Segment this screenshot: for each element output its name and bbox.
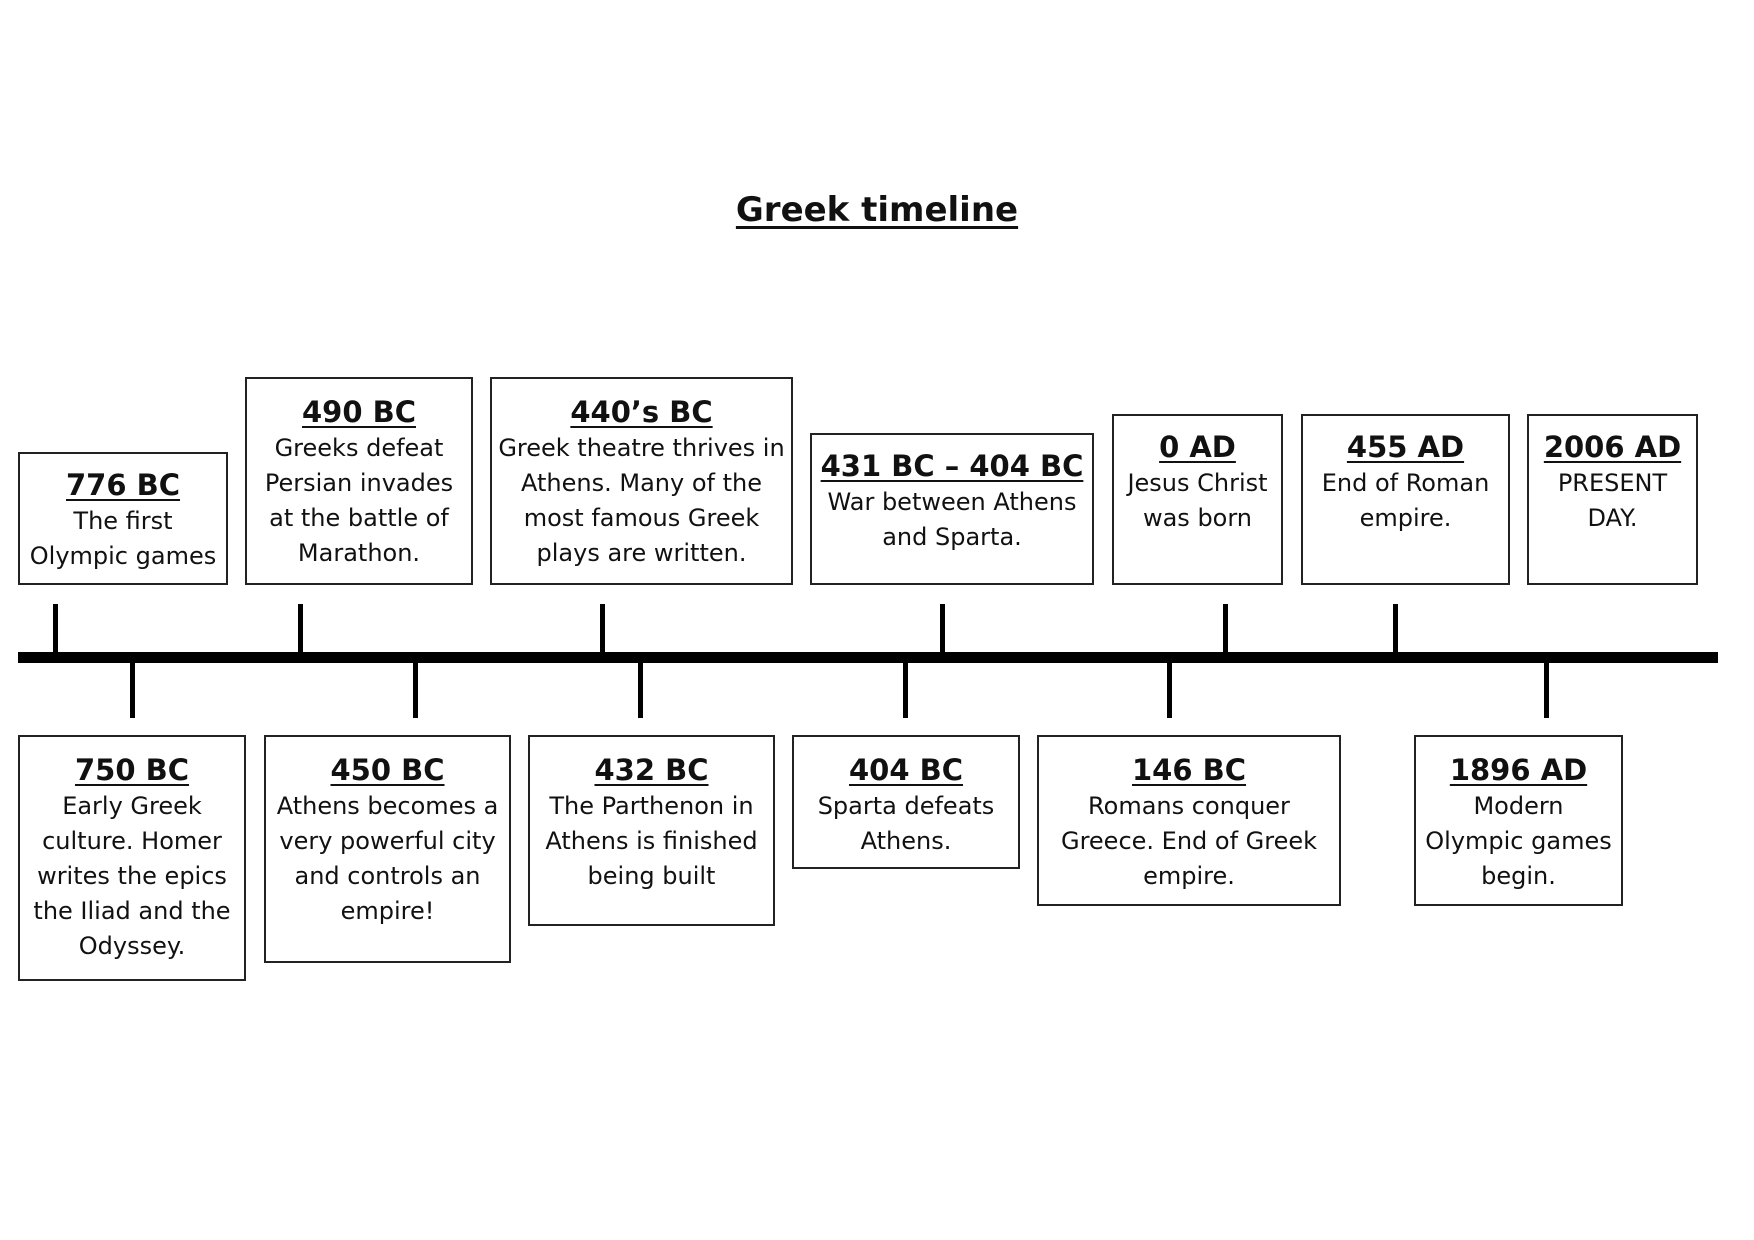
timeline-tick bbox=[1167, 663, 1172, 718]
timeline-tick bbox=[600, 604, 605, 652]
event-description: The first Olympic games bbox=[29, 507, 217, 570]
timeline-tick bbox=[130, 663, 135, 718]
event-description: Greek theatre thrives in Athens. Many of… bbox=[498, 434, 785, 567]
event-date: 455 AD bbox=[1346, 430, 1465, 464]
event-description: Sparta defeats Athens. bbox=[817, 792, 995, 855]
event-description: End of Roman empire. bbox=[1321, 469, 1490, 532]
event-date: 431 BC – 404 BC bbox=[820, 449, 1084, 483]
timeline-tick bbox=[413, 663, 418, 718]
event-date: 490 BC bbox=[301, 395, 417, 429]
page-title: Greek timeline bbox=[735, 190, 1019, 230]
event-date: 146 BC bbox=[1131, 753, 1247, 787]
event-date: 2006 AD bbox=[1543, 430, 1682, 464]
event-box-776bc: 776 BC The first Olympic games bbox=[18, 452, 228, 585]
event-description: Greeks defeat Persian invades at the bat… bbox=[264, 434, 454, 567]
timeline-axis bbox=[18, 652, 1718, 663]
timeline-tick bbox=[1544, 663, 1549, 718]
event-date: 1896 AD bbox=[1449, 753, 1588, 787]
event-description: Athens becomes a very powerful city and … bbox=[276, 792, 499, 925]
timeline-tick bbox=[1393, 604, 1398, 652]
event-date: 432 BC bbox=[594, 753, 709, 787]
event-description: Jesus Christ was born bbox=[1127, 469, 1268, 532]
event-description: War between Athens and Sparta. bbox=[827, 488, 1077, 551]
timeline-tick bbox=[903, 663, 908, 718]
event-date: 404 BC bbox=[848, 753, 964, 787]
event-box-0ad: 0 AD Jesus Christ was born bbox=[1112, 414, 1283, 585]
event-box-1896ad: 1896 AD Modern Olympic games begin. bbox=[1414, 735, 1623, 906]
event-description: PRESENT DAY. bbox=[1557, 469, 1668, 532]
event-box-432bc: 432 BC The Parthenon in Athens is finish… bbox=[528, 735, 775, 926]
event-date: 776 BC bbox=[65, 468, 181, 502]
event-box-455ad: 455 AD End of Roman empire. bbox=[1301, 414, 1510, 585]
event-description: The Parthenon in Athens is finished bein… bbox=[545, 792, 758, 890]
event-box-2006ad: 2006 AD PRESENT DAY. bbox=[1527, 414, 1698, 585]
event-box-404bc: 404 BC Sparta defeats Athens. bbox=[792, 735, 1020, 869]
event-box-431bc-404bc: 431 BC – 404 BC War between Athens and S… bbox=[810, 433, 1094, 585]
event-date: 0 AD bbox=[1159, 430, 1236, 464]
event-box-440s-bc: 440’s BC Greek theatre thrives in Athens… bbox=[490, 377, 793, 585]
event-description: Modern Olympic games begin. bbox=[1425, 792, 1612, 890]
timeline-tick bbox=[298, 604, 303, 652]
timeline-tick bbox=[638, 663, 643, 718]
timeline-tick bbox=[53, 604, 58, 652]
event-box-146bc: 146 BC Romans conquer Greece. End of Gre… bbox=[1037, 735, 1341, 906]
event-box-450bc: 450 BC Athens becomes a very powerful ci… bbox=[264, 735, 511, 963]
event-box-490bc: 490 BC Greeks defeat Persian invades at … bbox=[245, 377, 473, 585]
event-description: Romans conquer Greece. End of Greek empi… bbox=[1060, 792, 1318, 890]
event-box-750bc: 750 BC Early Greek culture. Homer writes… bbox=[18, 735, 246, 981]
timeline-tick bbox=[1223, 604, 1228, 652]
event-description: Early Greek culture. Homer writes the ep… bbox=[33, 792, 231, 960]
timeline-tick bbox=[940, 604, 945, 652]
event-date: 440’s BC bbox=[570, 395, 713, 429]
event-date: 450 BC bbox=[330, 753, 445, 787]
event-date: 750 BC bbox=[74, 753, 190, 787]
